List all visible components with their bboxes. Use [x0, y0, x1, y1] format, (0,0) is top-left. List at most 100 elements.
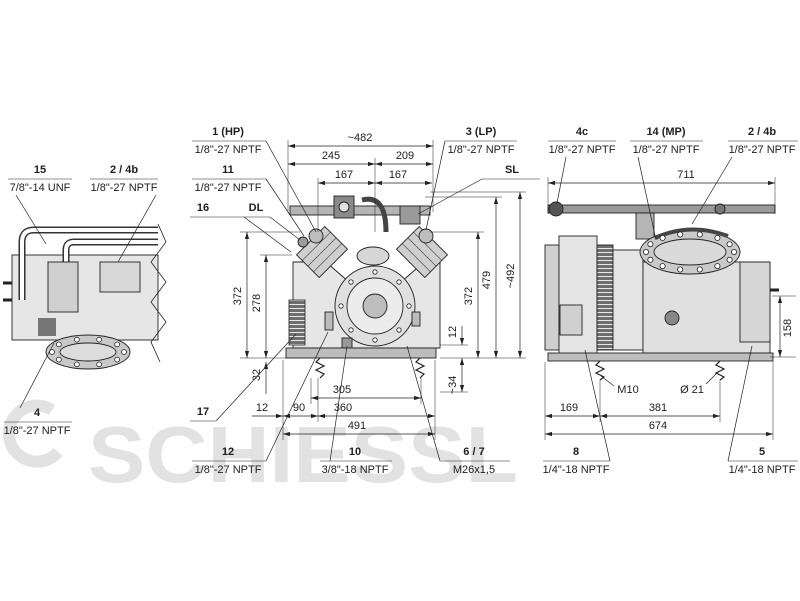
callout-17-id: 17	[197, 406, 209, 418]
side-top-frame	[547, 204, 776, 214]
callout-1-hp: 1 (HP) 1/8"-27 NPTF	[192, 126, 317, 233]
callout-3-lp: 3 (LP) 1/8"-27 NPTF	[425, 126, 517, 231]
front-left-plug	[324, 311, 334, 331]
callout-14-mp: 14 (MP) 1/8"-27 NPTF	[630, 126, 703, 241]
bolt	[726, 241, 733, 248]
callout-16-id: 16	[197, 202, 209, 214]
callout-14-mp-leader	[637, 156, 657, 241]
callout-sl-leader	[417, 178, 483, 215]
bolt	[659, 234, 666, 241]
bolt	[726, 256, 733, 263]
callout-4c-spec: 1/8"-27 NPTF	[549, 144, 616, 156]
left-head-fin	[307, 237, 337, 267]
callout-3-lp-leader	[425, 140, 446, 231]
bolt	[114, 356, 120, 363]
callout-6-7-id: 6 / 7	[463, 446, 484, 458]
diameter-21: Ø 21	[680, 384, 704, 396]
side-eye-bolt	[548, 201, 564, 217]
callout-dl-id: DL	[249, 202, 264, 214]
dim-90: 90	[293, 402, 305, 414]
callout-15-leader	[15, 194, 47, 245]
callout-8-spec: 1/4"-18 NPTF	[543, 464, 610, 476]
callout-5-leader	[727, 345, 753, 462]
dim-12-vertical: 12	[447, 326, 459, 338]
bolt	[696, 231, 703, 238]
left-head-bolts	[49, 336, 127, 368]
dim-278: 278	[251, 294, 263, 312]
diameter-21-leader	[705, 371, 719, 385]
bolt	[677, 231, 684, 238]
bolt	[647, 256, 654, 263]
bolt	[348, 327, 354, 333]
right-head-fin	[413, 232, 442, 261]
left-terminal-box	[99, 261, 141, 293]
front-center-plate	[356, 246, 390, 266]
bolt	[74, 361, 80, 368]
thread-m10: M10	[617, 384, 638, 396]
callout-10: 10 3/8"-18 NPTF	[320, 345, 392, 476]
side-frame-bolt	[714, 203, 726, 215]
dim-169: 169	[560, 402, 578, 414]
callout-6-7-spec: M26x1,5	[453, 464, 495, 476]
callout-4c: 4c 1/8"-27 NPTF	[548, 126, 616, 204]
front-cover-bolts	[338, 269, 412, 343]
front-right-damper	[414, 357, 426, 379]
callout-dl-leader	[269, 216, 301, 241]
callout-11-id: 11	[222, 164, 234, 176]
front-oil-sight-glass	[288, 299, 306, 346]
callout-11: 11 1/8"-27 NPTF	[192, 164, 305, 237]
dim-167-right: 167	[389, 169, 407, 181]
bolt	[56, 341, 62, 348]
callout-3-lp-spec: 1/8"-27 NPTF	[448, 144, 515, 156]
break-line	[150, 223, 167, 363]
callout-4: 4 1/8"-27 NPTF	[4, 342, 72, 437]
dim-482: ~482	[348, 132, 373, 144]
side-dimensions: 711 158 M10 Ø 21 169 381 674	[544, 169, 796, 440]
bolt	[714, 234, 721, 241]
callout-1-hp-spec: 1/8"-27 NPTF	[195, 144, 262, 156]
left-discharge-pipe-inner	[64, 240, 158, 262]
callout-14-mp-spec: 1/8"-27 NPTF	[633, 144, 700, 156]
callout-15-spec: 7/8"-14 UNF	[10, 182, 71, 194]
callout-12-id: 12	[222, 446, 234, 458]
callout-4-leader	[19, 342, 55, 409]
dim-34: ~34	[447, 376, 459, 395]
callout-1-hp-id: 1 (HP)	[212, 126, 244, 138]
callout-sl: SL	[417, 164, 540, 215]
dim-158: 158	[782, 319, 794, 337]
callout-4c-id: 4c	[576, 126, 588, 138]
left-suction-pipe-inner	[20, 228, 158, 300]
side-oil-sight-glass	[664, 310, 680, 326]
bolt	[372, 269, 378, 275]
callout-2-4b-right: 2 / 4b 1/8"-27 NPTF	[691, 126, 798, 225]
front-dimensions: ~482 245 209 167 167 372 278 32 372 479 …	[232, 132, 526, 440]
left-head-fin	[313, 243, 342, 272]
bolt	[348, 279, 354, 285]
side-rear-flange	[739, 261, 771, 343]
bolt	[121, 349, 127, 355]
callout-4c-leader	[556, 156, 567, 204]
callout-dl: DL	[244, 202, 301, 241]
callout-6-7: 6 / 7 M26x1,5	[406, 345, 510, 476]
callout-10-leader	[329, 345, 348, 462]
callout-2-4b-left-id: 2 / 4b	[110, 164, 138, 176]
front-left-damper	[314, 357, 326, 379]
bolt	[396, 279, 402, 285]
callout-5-id: 5	[759, 446, 765, 458]
callout-1-hp-leader	[265, 140, 317, 233]
callout-14-mp-id: 14 (MP)	[646, 126, 685, 138]
bolt	[74, 336, 80, 343]
callout-2-4b-left-leader	[117, 194, 157, 263]
left-view-drawing	[3, 223, 167, 370]
side-right-damper	[714, 360, 726, 381]
left-oil-sight-glass	[38, 318, 56, 336]
callout-2-4b-right-id: 2 / 4b	[748, 126, 776, 138]
callout-8: 8 1/4"-18 NPTF	[543, 349, 611, 476]
callout-11-leader	[265, 178, 305, 237]
callout-17-leader	[215, 333, 297, 422]
dim-360: 360	[334, 402, 352, 414]
watermark: SCHIESSL	[2, 399, 518, 499]
front-view-drawing	[285, 195, 449, 379]
callout-2-4b-right-spec: 1/8"-27 NPTF	[729, 144, 796, 156]
